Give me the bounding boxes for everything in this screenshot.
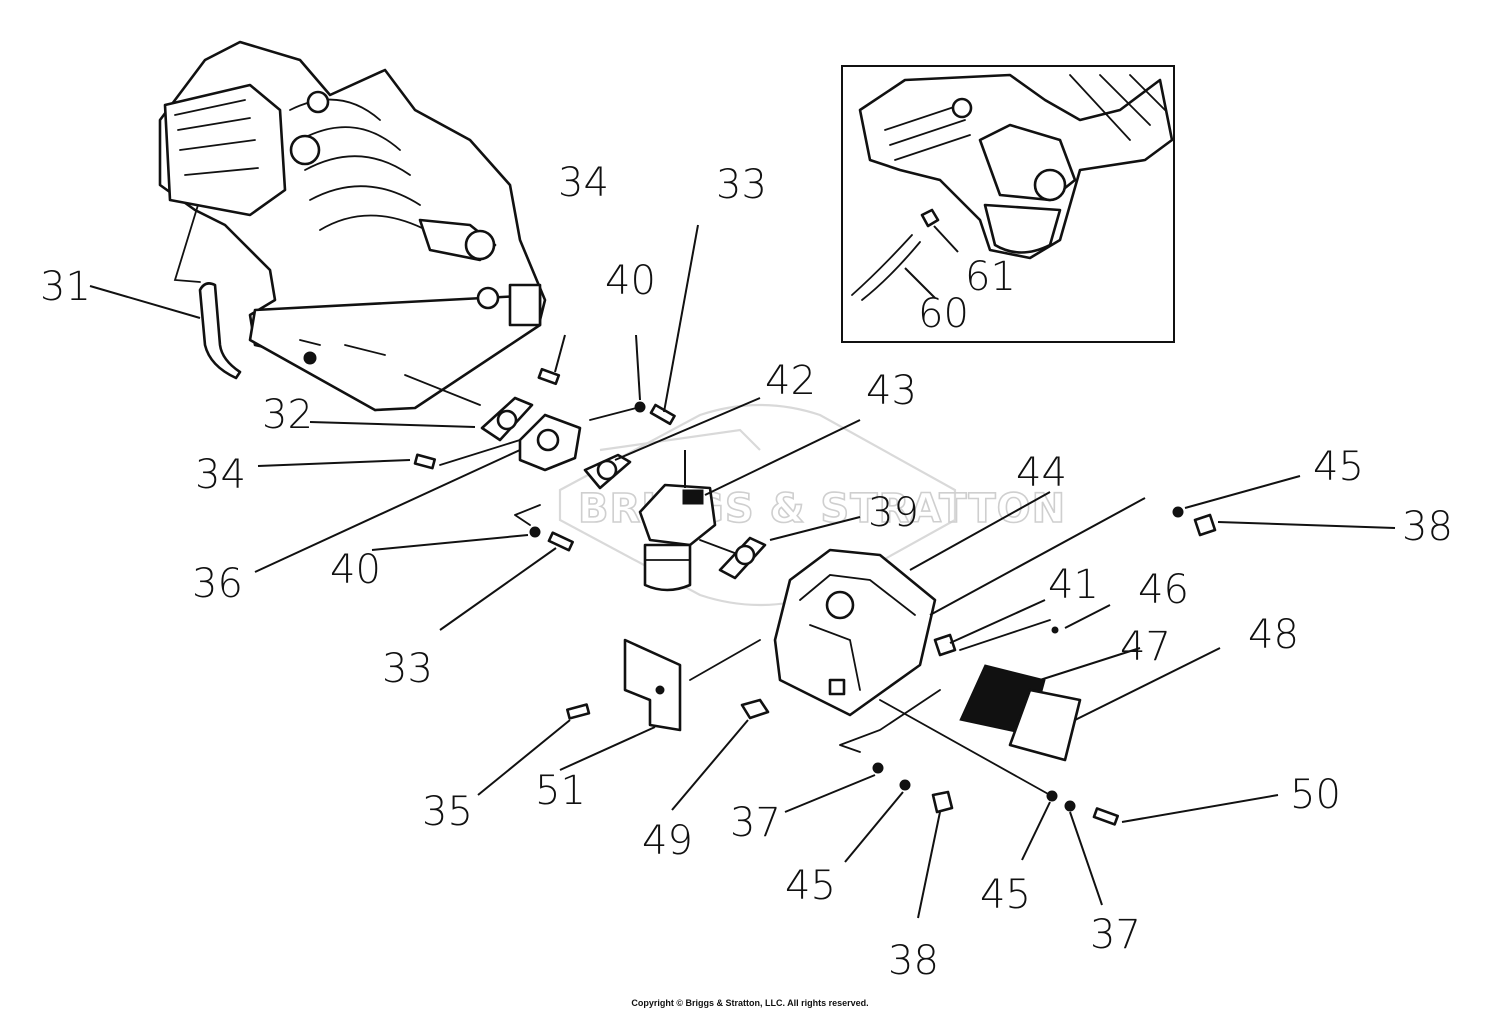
leader-37b xyxy=(1069,811,1103,906)
leader-33b xyxy=(439,547,557,631)
leader-31 xyxy=(89,285,201,319)
part-42-gasket xyxy=(583,397,761,490)
leader-38a xyxy=(1217,521,1396,529)
callout-50: 50 xyxy=(1290,772,1341,818)
part-49-block xyxy=(671,698,770,811)
callout-38a: 38 xyxy=(1402,504,1453,550)
callout-47: 47 xyxy=(1120,624,1171,670)
leader-43 xyxy=(704,419,861,496)
part-35-bolt xyxy=(477,703,591,796)
callout-34a: 34 xyxy=(558,160,609,206)
callout-49: 49 xyxy=(642,818,693,864)
part-39-gasket xyxy=(718,516,861,580)
leader-40a xyxy=(635,334,641,401)
leader-46 xyxy=(1064,604,1111,629)
leader-60 xyxy=(904,267,936,299)
part-46-screw xyxy=(959,604,1111,651)
leader-33a xyxy=(663,224,699,413)
callout-38b: 38 xyxy=(888,938,939,984)
leader-38b xyxy=(917,811,941,919)
callout-45b: 45 xyxy=(785,863,836,909)
callout-41: 41 xyxy=(1048,562,1099,608)
leader-36 xyxy=(254,449,521,573)
part-43-carburetor xyxy=(638,419,861,592)
callout-51: 51 xyxy=(535,768,586,814)
callout-36: 36 xyxy=(192,561,243,607)
callout-37a: 37 xyxy=(730,800,781,846)
leader-39 xyxy=(769,516,861,541)
callout-33a: 33 xyxy=(716,162,767,208)
leader-45a xyxy=(1184,475,1301,509)
leader-48 xyxy=(1074,647,1221,721)
leader-50 xyxy=(1121,794,1279,823)
callout-33b: 33 xyxy=(382,646,433,692)
leader-32 xyxy=(309,421,476,428)
part-48-cover xyxy=(1008,647,1221,762)
inset-detail xyxy=(841,65,1175,343)
callout-40b: 40 xyxy=(330,547,381,593)
callout-40a: 40 xyxy=(605,258,656,304)
part-44-air-cleaner-base xyxy=(773,491,1146,717)
leader-35 xyxy=(477,719,571,796)
engine-block xyxy=(158,40,547,412)
leader-40b xyxy=(371,534,529,551)
part-41-clip xyxy=(933,599,1046,657)
callout-labels: 31 32 33 33 34 34 35 36 37 37 38 38 39 4… xyxy=(40,160,1453,984)
part-36-intake-manifold xyxy=(254,374,582,573)
leader-45c xyxy=(1021,801,1051,861)
callout-45c: 45 xyxy=(980,872,1031,918)
leader-34a xyxy=(554,334,566,373)
part-40-33-hardware xyxy=(371,224,699,631)
part-31-breather-tube xyxy=(89,204,242,380)
part-45-38-upper xyxy=(1172,475,1396,537)
leader-34b xyxy=(257,459,411,467)
part-32-gasket xyxy=(309,396,534,442)
callout-35: 35 xyxy=(422,789,473,835)
leader-61 xyxy=(933,225,959,253)
leader-44b xyxy=(929,497,1146,616)
leader-41 xyxy=(949,599,1046,644)
copyright-notice: Copyright © Briggs & Stratton, LLC. All … xyxy=(631,998,869,1008)
callout-32: 32 xyxy=(262,392,313,438)
callout-44: 44 xyxy=(1016,450,1067,496)
callout-60: 60 xyxy=(918,291,969,337)
callout-31: 31 xyxy=(40,264,91,310)
callout-61: 61 xyxy=(965,254,1016,300)
callout-39: 39 xyxy=(868,490,919,536)
callout-42: 42 xyxy=(765,358,816,404)
callout-45a: 45 xyxy=(1313,444,1364,490)
leader-44 xyxy=(909,491,1051,571)
leader-37a xyxy=(784,774,876,813)
callout-46: 46 xyxy=(1138,567,1189,613)
part-45-37-50-lower-right xyxy=(879,699,1279,906)
leader-47 xyxy=(1039,647,1141,681)
part-51-bracket xyxy=(559,638,761,771)
callout-37b: 37 xyxy=(1090,912,1141,958)
callout-34b: 34 xyxy=(195,452,246,498)
leader-49 xyxy=(671,719,749,811)
part-34-bolts xyxy=(257,334,566,470)
leader-51 xyxy=(559,726,656,771)
leader-45b xyxy=(844,791,904,863)
leader-42 xyxy=(614,397,761,461)
callout-48: 48 xyxy=(1248,612,1299,658)
callout-43: 43 xyxy=(866,368,917,414)
part-37-45-38-lower xyxy=(784,689,954,919)
